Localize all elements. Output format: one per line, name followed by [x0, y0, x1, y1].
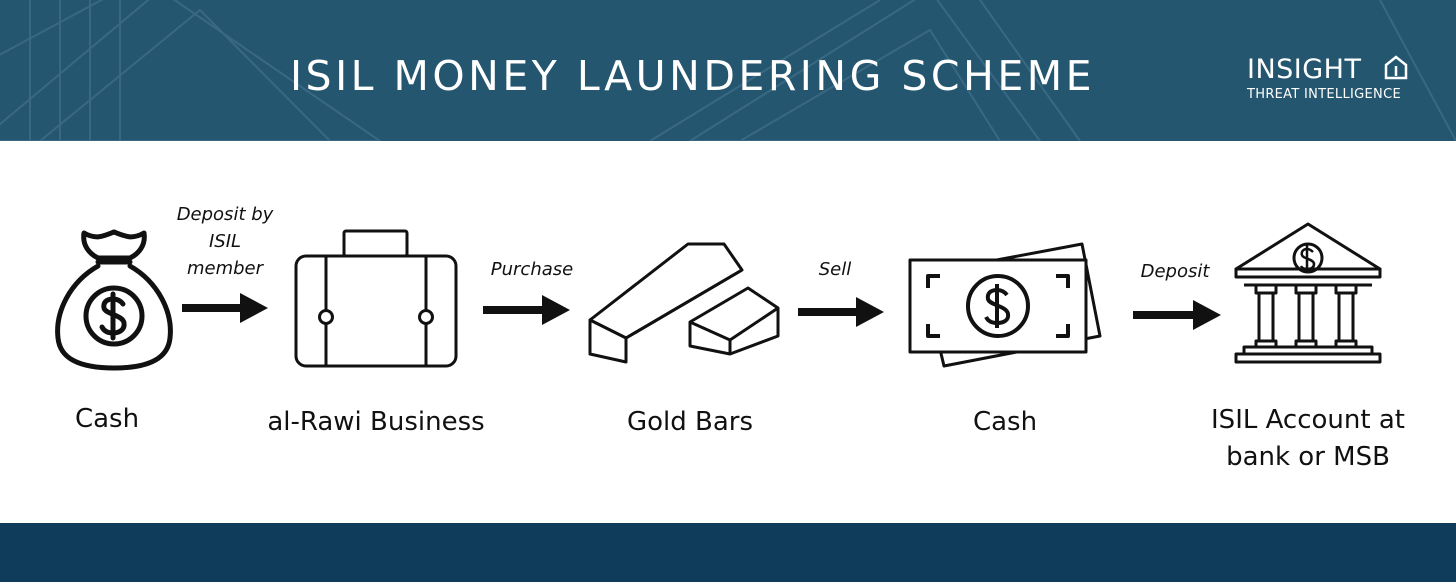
arrow-purchase	[483, 295, 570, 325]
logo-subtitle: THREAT INTELLIGENCE	[1247, 87, 1401, 102]
edge-label-deposit-by-isil-member: Deposit by ISIL member	[176, 204, 274, 279]
node-label-cash-sale: Cash	[972, 407, 1038, 437]
node-label-isil-account: ISIL Account at bank or MSB	[1211, 405, 1405, 472]
logo-house-icon	[1384, 55, 1408, 80]
building-background-pattern	[0, 0, 1456, 141]
money-bag-icon	[55, 229, 173, 371]
banknotes-icon	[908, 242, 1102, 368]
bank-icon	[1234, 222, 1382, 364]
edge-label-sell: Sell	[818, 259, 852, 280]
node-label-gold-bars: Gold Bars	[626, 407, 754, 437]
node-label-cash-source: Cash	[74, 404, 140, 434]
page-title: ISIL MONEY LAUNDERING SCHEME	[289, 52, 1096, 100]
insight-logo: INSIGHT THREAT INTELLIGENCE	[1247, 54, 1427, 103]
footer-bar	[0, 523, 1456, 582]
arrow-deposit-by-isil-member	[182, 293, 268, 323]
gold-bars-icon	[588, 242, 780, 364]
edge-label-deposit: Deposit	[1140, 261, 1210, 282]
edge-label-purchase: Purchase	[490, 259, 574, 280]
header-banner: ISIL MONEY LAUNDERING SCHEME INSIGHT THR…	[0, 0, 1456, 141]
logo-name: INSIGHT	[1247, 54, 1362, 85]
briefcase-icon	[294, 229, 458, 368]
arrow-sell	[798, 297, 884, 327]
node-label-al-rawi-business: al-Rawi Business	[267, 407, 485, 437]
arrow-deposit	[1133, 300, 1221, 330]
